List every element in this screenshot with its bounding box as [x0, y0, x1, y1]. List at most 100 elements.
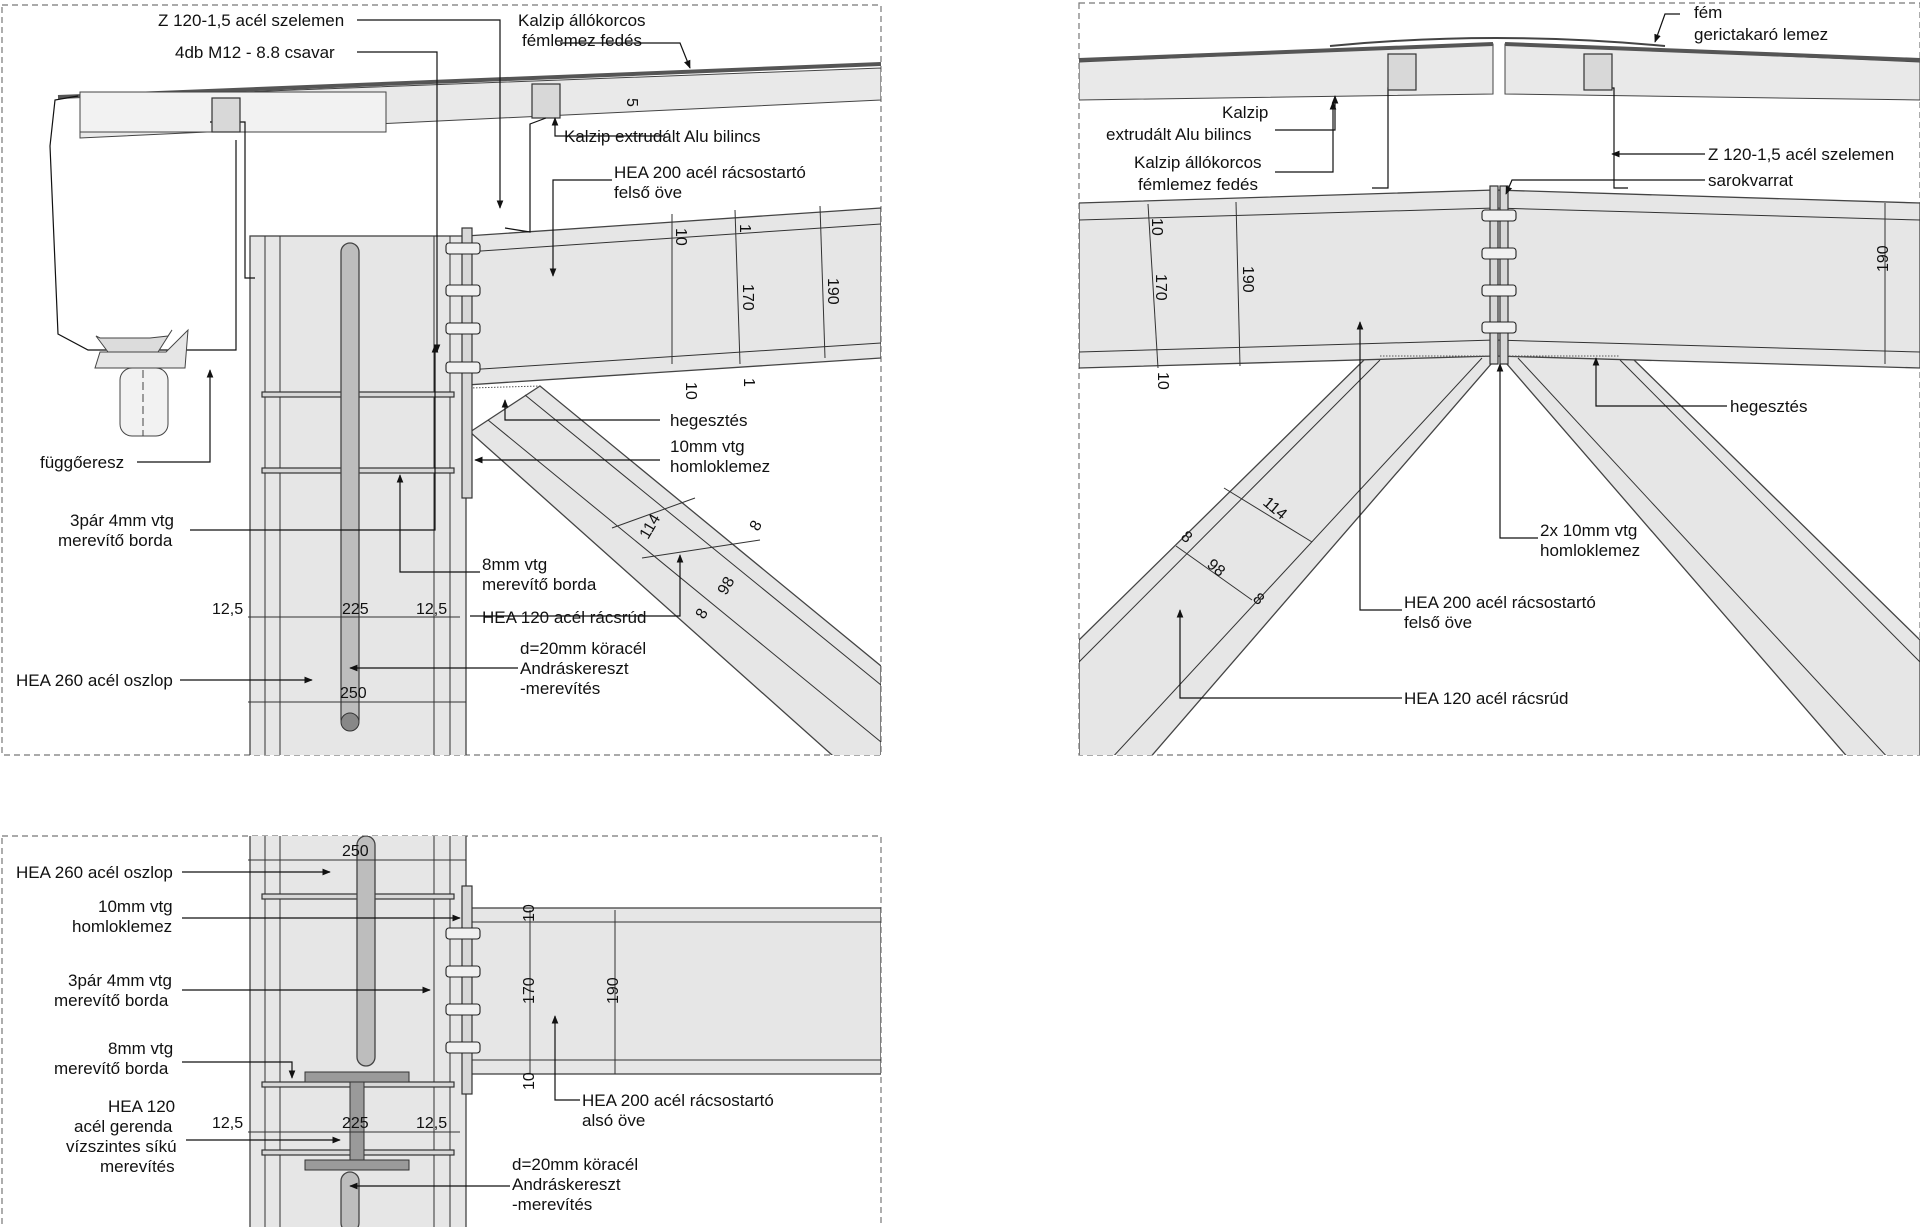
dim-10b: 10	[1154, 372, 1171, 390]
label-beam-1: HEA 120	[108, 1097, 175, 1116]
bolt-group	[445, 927, 481, 1054]
dim-170: 170	[1152, 274, 1169, 301]
roof-sheeting	[1079, 37, 1920, 101]
label-chord-2: alsó öve	[582, 1111, 645, 1130]
dim-1b: 1	[740, 378, 757, 387]
dim-190b: 190	[1875, 245, 1892, 272]
dim-190a: 190	[1239, 266, 1256, 293]
bolt-group	[445, 242, 481, 374]
label-stiff3-2: merevítő borda	[54, 991, 169, 1010]
bracing-rod	[340, 242, 360, 729]
end-plate	[461, 885, 473, 1095]
dim-190: 190	[824, 278, 841, 305]
dim-12-5a: 12,5	[212, 1115, 243, 1132]
label-endplate-1: 10mm vtg	[670, 437, 745, 456]
label-column: HEA 260 acél oszlop	[16, 863, 173, 882]
weld-line	[469, 385, 541, 389]
label-stiff8-2: merevítő borda	[482, 575, 597, 594]
panel-a-frame	[1, 4, 882, 756]
panel-bottom-chord-detail: HEA 260 acél oszlop 10mm vtg homloklemez…	[1, 835, 882, 1227]
label-stiff8-1: 8mm vtg	[482, 555, 547, 574]
label-chord-2: felső öve	[1404, 613, 1472, 632]
panel-ridge-detail: fém gerictakaró lemez Kalzip extrudált A…	[1078, 2, 1920, 756]
label-endplate-2: homloklemez	[72, 917, 172, 936]
label-stiff8-2: merevítő borda	[54, 1059, 169, 1078]
left-diagonal-hea120	[1079, 355, 1500, 755]
dim-10b: 10	[682, 382, 699, 400]
z-purlin	[210, 121, 255, 279]
label-column: HEA 260 acél oszlop	[16, 671, 173, 690]
panel-eaves-detail: Z 120-1,5 acél szelemen 4db M12 - 8.8 cs…	[1, 4, 882, 756]
label-bracing-1: d=20mm köracél	[520, 639, 646, 658]
ridge-cover	[1329, 37, 1666, 47]
hea120-section	[304, 1071, 410, 1171]
label-clip-1: Kalzip	[1222, 103, 1268, 122]
label-stiff8-1: 8mm vtg	[108, 1039, 173, 1058]
label-weld: hegesztés	[1730, 397, 1808, 416]
rod-end	[340, 712, 360, 732]
label-strut: HEA 120 acél rácsrúd	[482, 608, 646, 627]
dim-5: 5	[623, 98, 640, 107]
end-plate-right	[1499, 185, 1509, 365]
dim-10a: 10	[1148, 218, 1165, 236]
dim-12-5b: 12,5	[416, 601, 447, 618]
label-bracing-1: d=20mm köracél	[512, 1155, 638, 1174]
alu-clip-right	[1583, 53, 1613, 91]
label-endplate-2: homloklemez	[670, 457, 770, 476]
dim-250: 250	[342, 843, 369, 860]
dim-98: 98	[715, 574, 739, 598]
label-endplate-1: 10mm vtg	[98, 897, 173, 916]
label-fillet: sarokvarrat	[1708, 171, 1793, 190]
bracing-rod	[356, 836, 376, 1067]
purlin-clip	[211, 97, 241, 133]
top-chord-hea200	[465, 207, 881, 386]
label-stiff3-1: 3pár 4mm vtg	[68, 971, 172, 990]
label-ridge-1: fém	[1694, 3, 1722, 22]
label-roof-2: fémlemez fedés	[1138, 175, 1258, 194]
gutter-outlet	[95, 329, 173, 353]
end-plate-left	[1489, 185, 1499, 365]
dim-170: 170	[521, 977, 538, 1004]
dim-10a: 10	[521, 904, 538, 922]
label-endplate-1: 2x 10mm vtg	[1540, 521, 1637, 540]
label-chord-1: HEA 200 acél rácsostartó	[614, 163, 806, 182]
dim-10a: 10	[672, 228, 689, 246]
alu-clip-left	[1387, 53, 1417, 91]
label-beam-4: merevítés	[100, 1157, 175, 1176]
label-clip-2: extrudált Alu bilincs	[1106, 125, 1252, 144]
label-chord-1: HEA 200 acél rácsostartó	[1404, 593, 1596, 612]
label-roof-1: Kalzip állókorcos	[1134, 153, 1262, 172]
diagonal-strut-hea120	[468, 385, 881, 755]
label-downpipe: függőeresz	[40, 453, 124, 472]
dim-12-5b: 12,5	[416, 1115, 447, 1132]
z-purlin-right	[1598, 87, 1628, 189]
label-bracing-2: Andráskereszt	[520, 659, 629, 678]
label-ridge-2: gerictakaró lemez	[1694, 25, 1828, 44]
label-endplate-2: homloklemez	[1540, 541, 1640, 560]
bottom-chord-hea200	[469, 907, 881, 1075]
dim-250: 250	[340, 685, 367, 702]
panel-b-frame	[1078, 2, 1920, 756]
label-bracing-3: -merevítés	[520, 679, 600, 698]
label-clip: Kalzip extrudált Alu bilincs	[564, 127, 761, 146]
label-bracing-2: Andráskereszt	[512, 1175, 621, 1194]
label-stiff3-2: merevítő borda	[58, 531, 173, 550]
purlin-second	[504, 117, 547, 233]
label-purlin: Z 120-1,5 acél szelemen	[1708, 145, 1894, 164]
gutter-outline	[49, 95, 237, 351]
downpipe	[119, 367, 169, 437]
label-chord-2: felső öve	[614, 183, 682, 202]
label-purlin: Z 120-1,5 acél szelemen	[158, 11, 344, 30]
label-stiff3-1: 3pár 4mm vtg	[70, 511, 174, 530]
dim-10b: 10	[521, 1072, 538, 1090]
bolt-group	[1481, 209, 1517, 334]
dim-1a: 1	[736, 224, 753, 233]
label-beam-3: vízszintes síkú	[66, 1137, 177, 1156]
dim-190: 190	[605, 977, 622, 1004]
label-strut: HEA 120 acél rácsrúd	[1404, 689, 1568, 708]
label-chord-1: HEA 200 acél rácsostartó	[582, 1091, 774, 1110]
label-bolts: 4db M12 - 8.8 csavar	[175, 43, 335, 62]
label-weld: hegesztés	[670, 411, 748, 430]
